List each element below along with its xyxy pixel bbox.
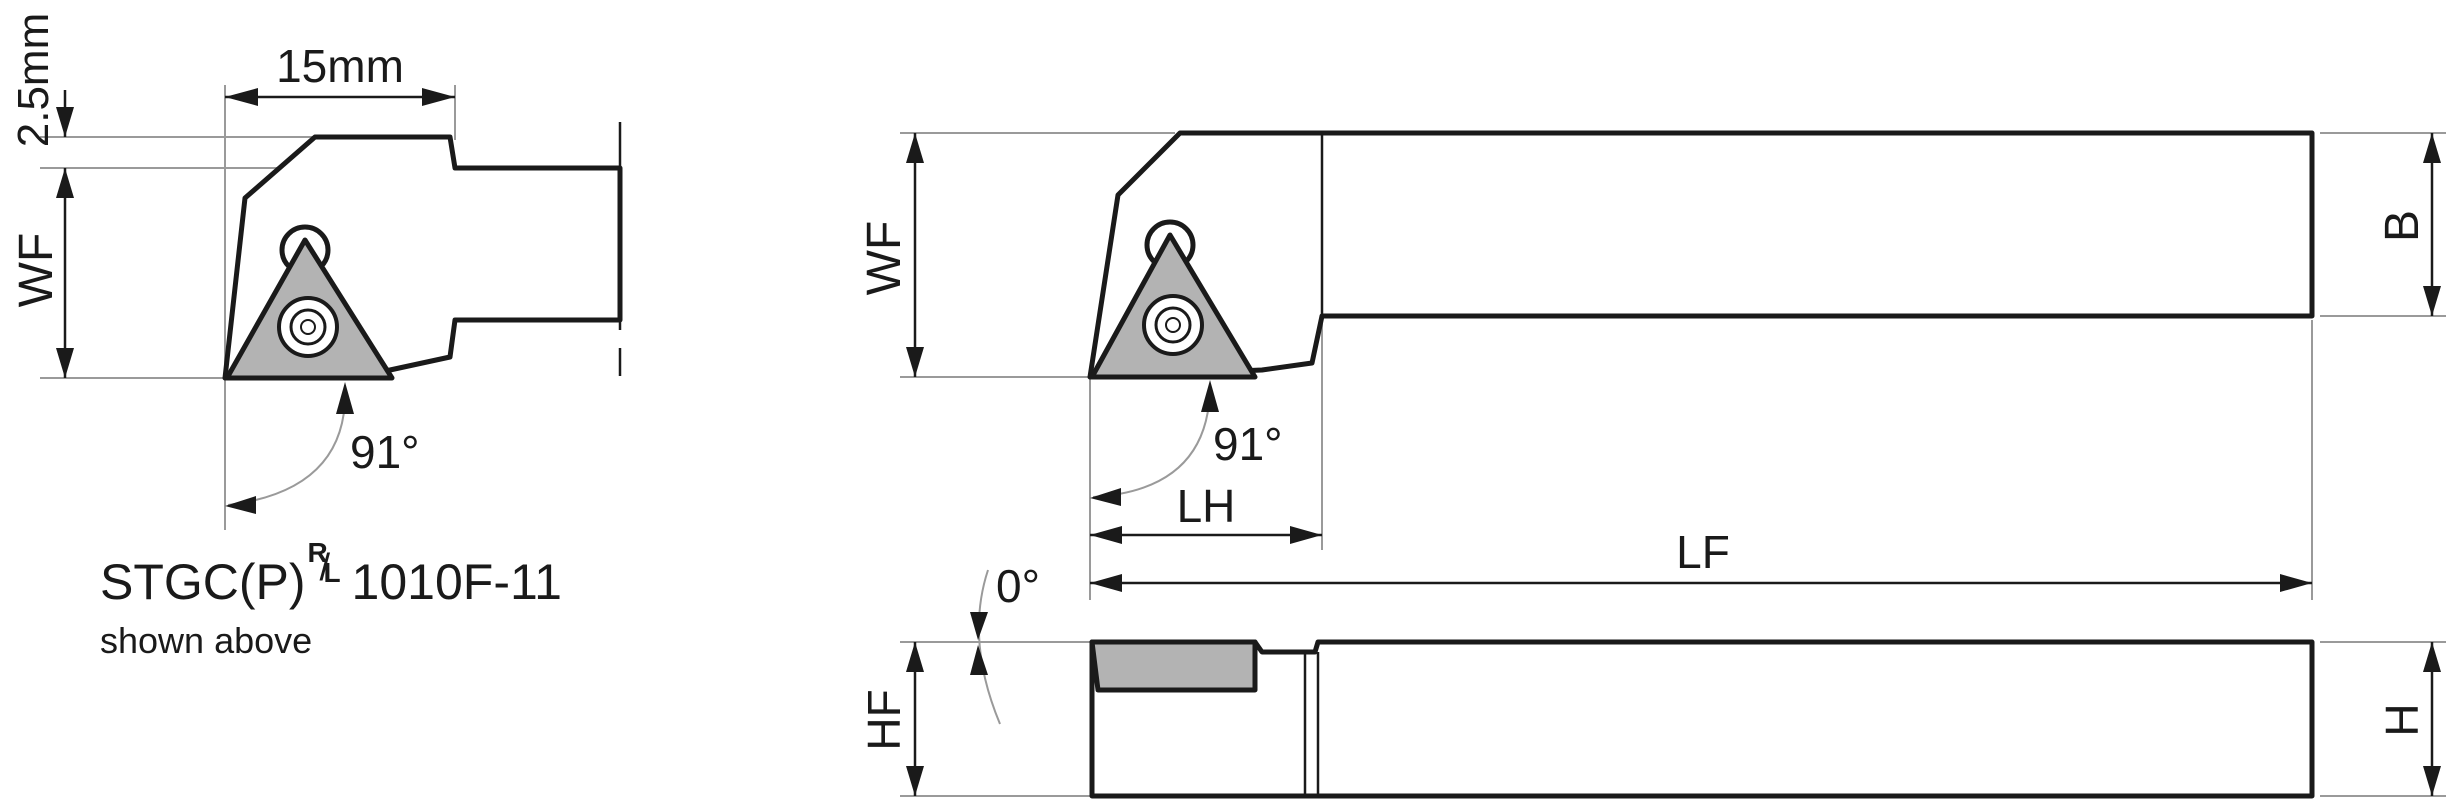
angle-0-label: 0° xyxy=(996,560,1040,612)
dim-h-label: H xyxy=(2376,703,2428,736)
model-suffix: 1010F-11 xyxy=(351,554,562,610)
dim-hf-label: HF xyxy=(858,689,910,750)
dim-b-label: B xyxy=(2376,210,2429,242)
dim-lh-label: LH xyxy=(1177,480,1236,532)
dim-2-5mm-label: 2.5mm xyxy=(9,13,58,147)
dim-lf-label: LF xyxy=(1676,526,1730,578)
angle-91-left-label: 91° xyxy=(350,426,420,478)
dim-wf-left-label: WF xyxy=(10,233,63,308)
model-handedness-r: R xyxy=(307,537,328,568)
model-handedness: R/L xyxy=(306,537,346,599)
model-handedness-slash: / xyxy=(319,547,331,589)
angle-91-top-label: 91° xyxy=(1213,418,1283,470)
model-handedness-l: L xyxy=(323,557,341,588)
dim-15mm-label: 15mm xyxy=(276,40,404,92)
top-view: WF B 91° LH LF xyxy=(858,130,2446,600)
caption-note: shown above xyxy=(100,620,313,661)
left-detail-view: 15mm 2.5mm WF 91° xyxy=(9,13,623,530)
dim-wf-top-label: WF xyxy=(858,221,911,296)
model-prefix: STGC(P) xyxy=(100,554,306,610)
side-view: HF H 0° xyxy=(858,560,2446,799)
